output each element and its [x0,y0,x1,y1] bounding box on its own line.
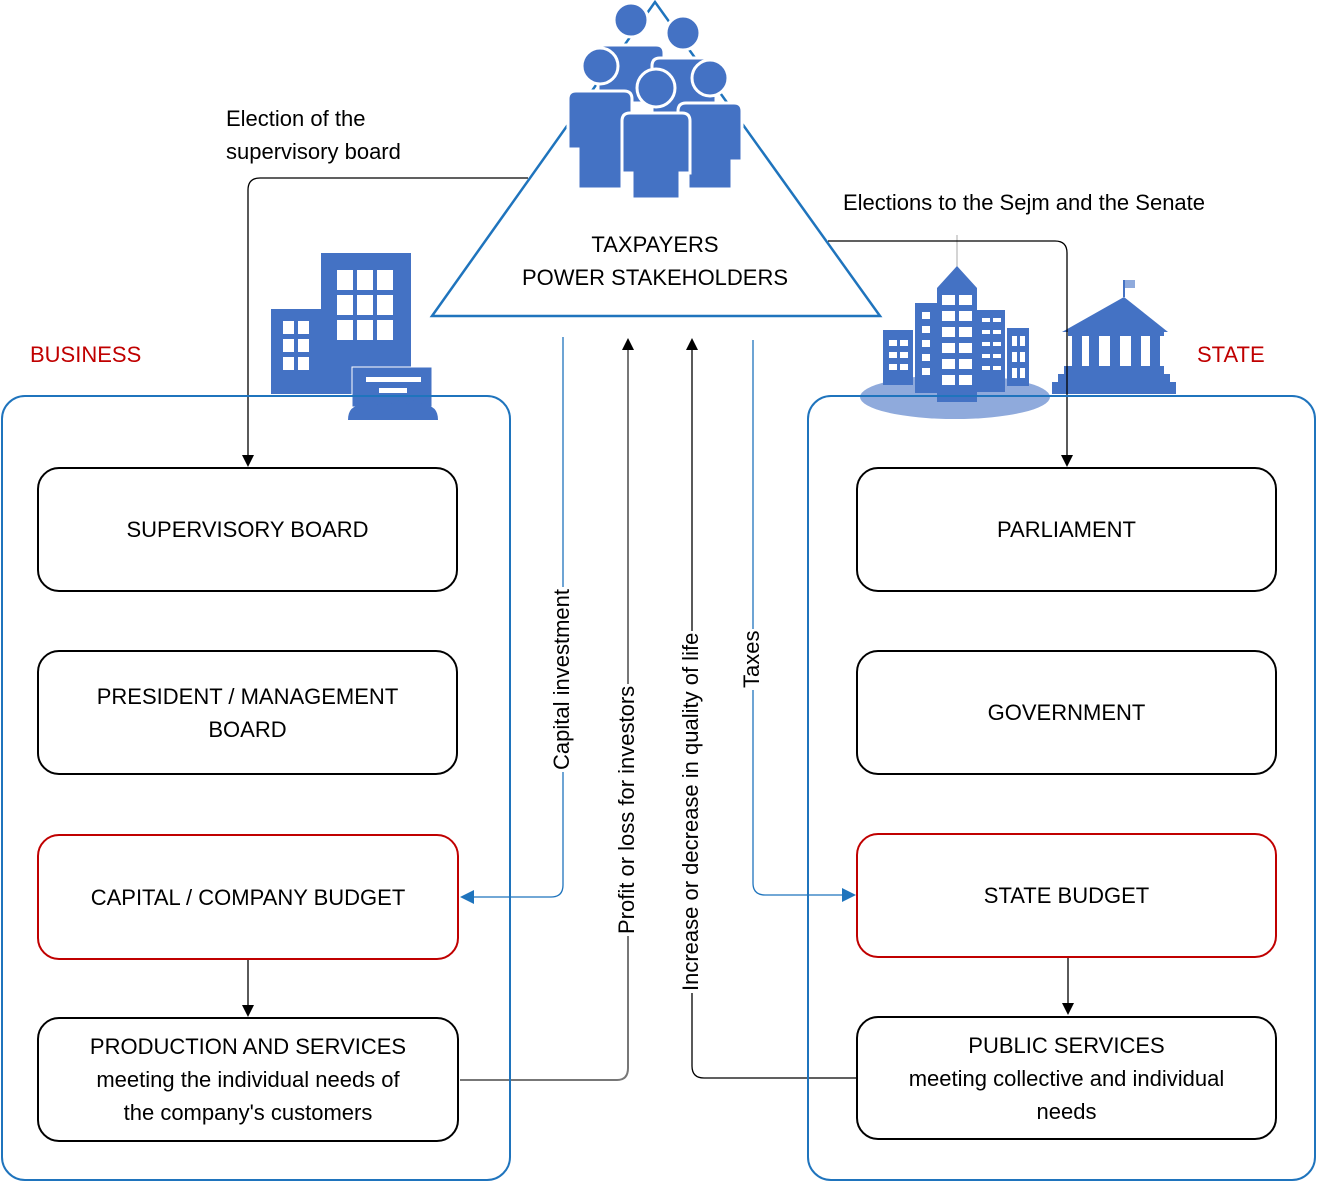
supervisory-board-box[interactable]: SUPERVISORY BOARD [37,467,458,592]
election-supervisory-line2: supervisory board [226,139,401,164]
government-box[interactable]: GOVERNMENT [856,650,1277,775]
profit-loss-connector [460,338,634,1081]
public-services-box[interactable]: PUBLIC SERVICES meeting collective and i… [856,1016,1277,1140]
election-supervisory-line1: Election of the [226,106,366,131]
box-label: GOVERNMENT [987,700,1146,725]
taxpayers-label: TAXPAYERS [591,232,719,257]
taxes-connector [752,340,856,902]
supervisory-election-connector [242,177,528,467]
production-services-box[interactable]: PRODUCTION AND SERVICES meeting the indi… [37,1017,459,1142]
business-section-title: BUSINESS [30,342,142,367]
sejm-election-connector [828,240,1073,467]
quality-of-life-label: Increase or decrease in quality of life [678,630,704,993]
parliament-box[interactable]: PARLIAMENT [856,467,1277,592]
box-label: PARLIAMENT [997,517,1136,542]
taxes-label: Taxes [739,628,765,690]
people-group-icon [566,1,744,201]
office-buildings-icon [271,253,438,420]
box-label: SUPERVISORY BOARD [126,517,369,542]
management-board-box[interactable]: PRESIDENT / MANAGEMENT BOARD [37,650,458,775]
city-and-government-building-icon [860,235,1176,419]
box-label: meeting the individual needs of [96,1067,400,1092]
state-panel [807,395,1316,1181]
box-label: CAPITAL / COMPANY BUDGET [90,884,406,910]
box-label: BOARD [208,716,287,742]
elections-sejm-senate-label: Elections to the Sejm and the Senate [843,190,1206,215]
capital-investment-connector [460,337,564,904]
taxpayers-title: TAXPAYERS POWER STAKEHOLDERS [455,228,855,294]
company-budget-box[interactable]: CAPITAL / COMPANY BUDGET [37,834,459,960]
box-label: the company's customers [123,1100,373,1125]
business-panel [1,395,511,1181]
state-section-title: STATE [1197,342,1265,367]
box-label: PRODUCTION AND SERVICES [89,1034,407,1059]
state-budget-box[interactable]: STATE BUDGET [856,833,1277,958]
capital-investment-label: Capital investment [549,587,575,772]
box-label: STATE BUDGET [983,883,1150,908]
box-label: PRESIDENT / MANAGEMENT [96,683,399,709]
election-supervisory-label: Election of the supervisory board [226,102,401,168]
box-label: PUBLIC SERVICES [968,1032,1165,1058]
box-label: meeting collective and individual [908,1065,1225,1091]
power-stakeholders-label: POWER STAKEHOLDERS [521,265,789,290]
box-label: needs [1036,1098,1097,1124]
quality-of-life-connector [686,338,856,1079]
profit-or-loss-label: Profit or loss for investors [614,683,640,936]
